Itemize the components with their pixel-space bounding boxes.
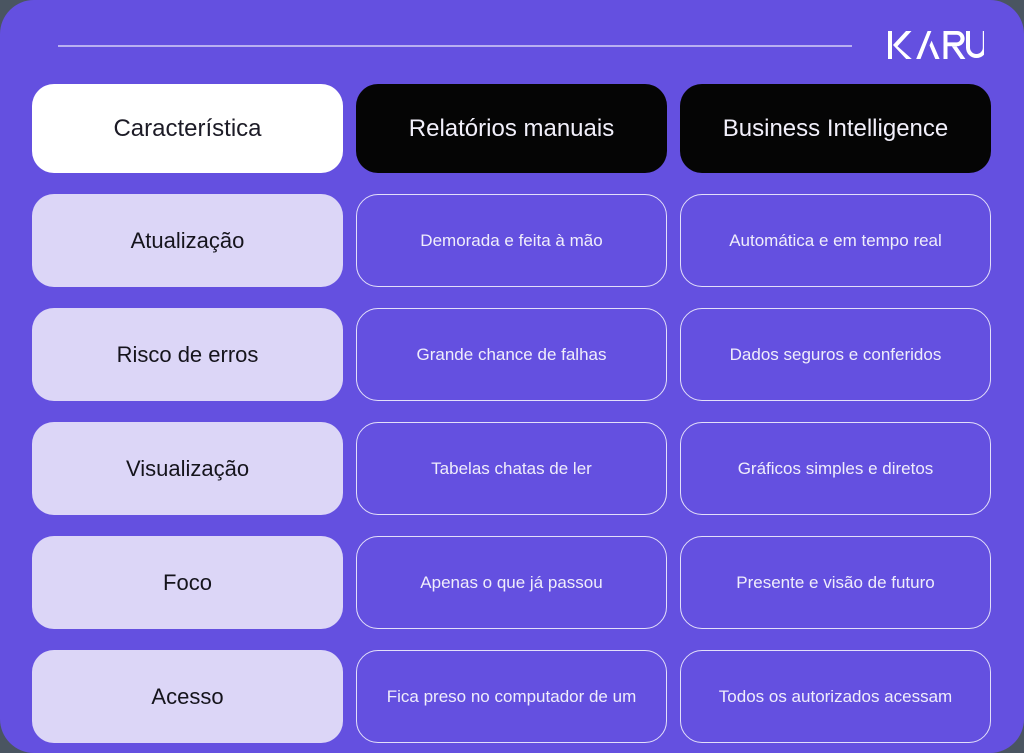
header-cell-manual-reports: Relatórios manuais (356, 84, 667, 173)
table-row: Foco Apenas o que já passou Presente e v… (32, 536, 994, 629)
feature-label-text: Risco de erros (116, 341, 259, 367)
bi-value-cell: Gráficos simples e diretos (680, 422, 991, 515)
table-row: Risco de erros Grande chance de falhas D… (32, 308, 994, 401)
table-row: Acesso Fica preso no computador de um To… (32, 650, 994, 743)
manual-value-cell: Demorada e feita à mão (356, 194, 667, 287)
bi-value-cell: Todos os autorizados acessam (680, 650, 991, 743)
feature-label-cell: Atualização (32, 194, 343, 287)
manual-value-cell: Apenas o que já passou (356, 536, 667, 629)
bi-value-cell: Dados seguros e conferidos (680, 308, 991, 401)
bi-value-text: Todos os autorizados acessam (718, 686, 953, 706)
header-bar (0, 0, 1024, 80)
feature-label-text: Visualização (125, 455, 250, 481)
header-cell-business-intelligence: Business Intelligence (680, 84, 991, 173)
manual-value-text: Tabelas chatas de ler (431, 458, 592, 478)
manual-value-text: Fica preso no computador de um (386, 686, 637, 706)
feature-label-text: Foco (163, 569, 212, 595)
header-cell-feature: Característica (32, 84, 343, 173)
table-row: Atualização Demorada e feita à mão Autom… (32, 194, 994, 287)
manual-value-cell: Grande chance de falhas (356, 308, 667, 401)
bi-value-cell: Automática e em tempo real (680, 194, 991, 287)
table-row: Visualização Tabelas chatas de ler Gráfi… (32, 422, 994, 515)
manual-value-text: Apenas o que já passou (420, 572, 603, 592)
feature-label-cell: Acesso (32, 650, 343, 743)
manual-value-cell: Tabelas chatas de ler (356, 422, 667, 515)
bi-value-text: Dados seguros e conferidos (729, 344, 942, 364)
table-header-row: Característica Relatórios manuais Busine… (32, 84, 994, 173)
bi-value-text: Gráficos simples e diretos (737, 458, 934, 478)
manual-value-text: Grande chance de falhas (416, 344, 607, 364)
comparison-table: Característica Relatórios manuais Busine… (32, 84, 994, 743)
bi-value-text: Automática e em tempo real (729, 230, 942, 250)
feature-label-cell: Foco (32, 536, 343, 629)
feature-label-text: Acesso (151, 683, 224, 709)
bi-value-text: Presente e visão de futuro (736, 572, 935, 592)
manual-value-cell: Fica preso no computador de um (356, 650, 667, 743)
header-divider-line (58, 45, 852, 47)
bi-value-cell: Presente e visão de futuro (680, 536, 991, 629)
feature-label-cell: Risco de erros (32, 308, 343, 401)
manual-value-text: Demorada e feita à mão (420, 230, 603, 250)
feature-label-text: Atualização (130, 227, 245, 253)
karu-logo (888, 26, 984, 64)
feature-label-cell: Visualização (32, 422, 343, 515)
